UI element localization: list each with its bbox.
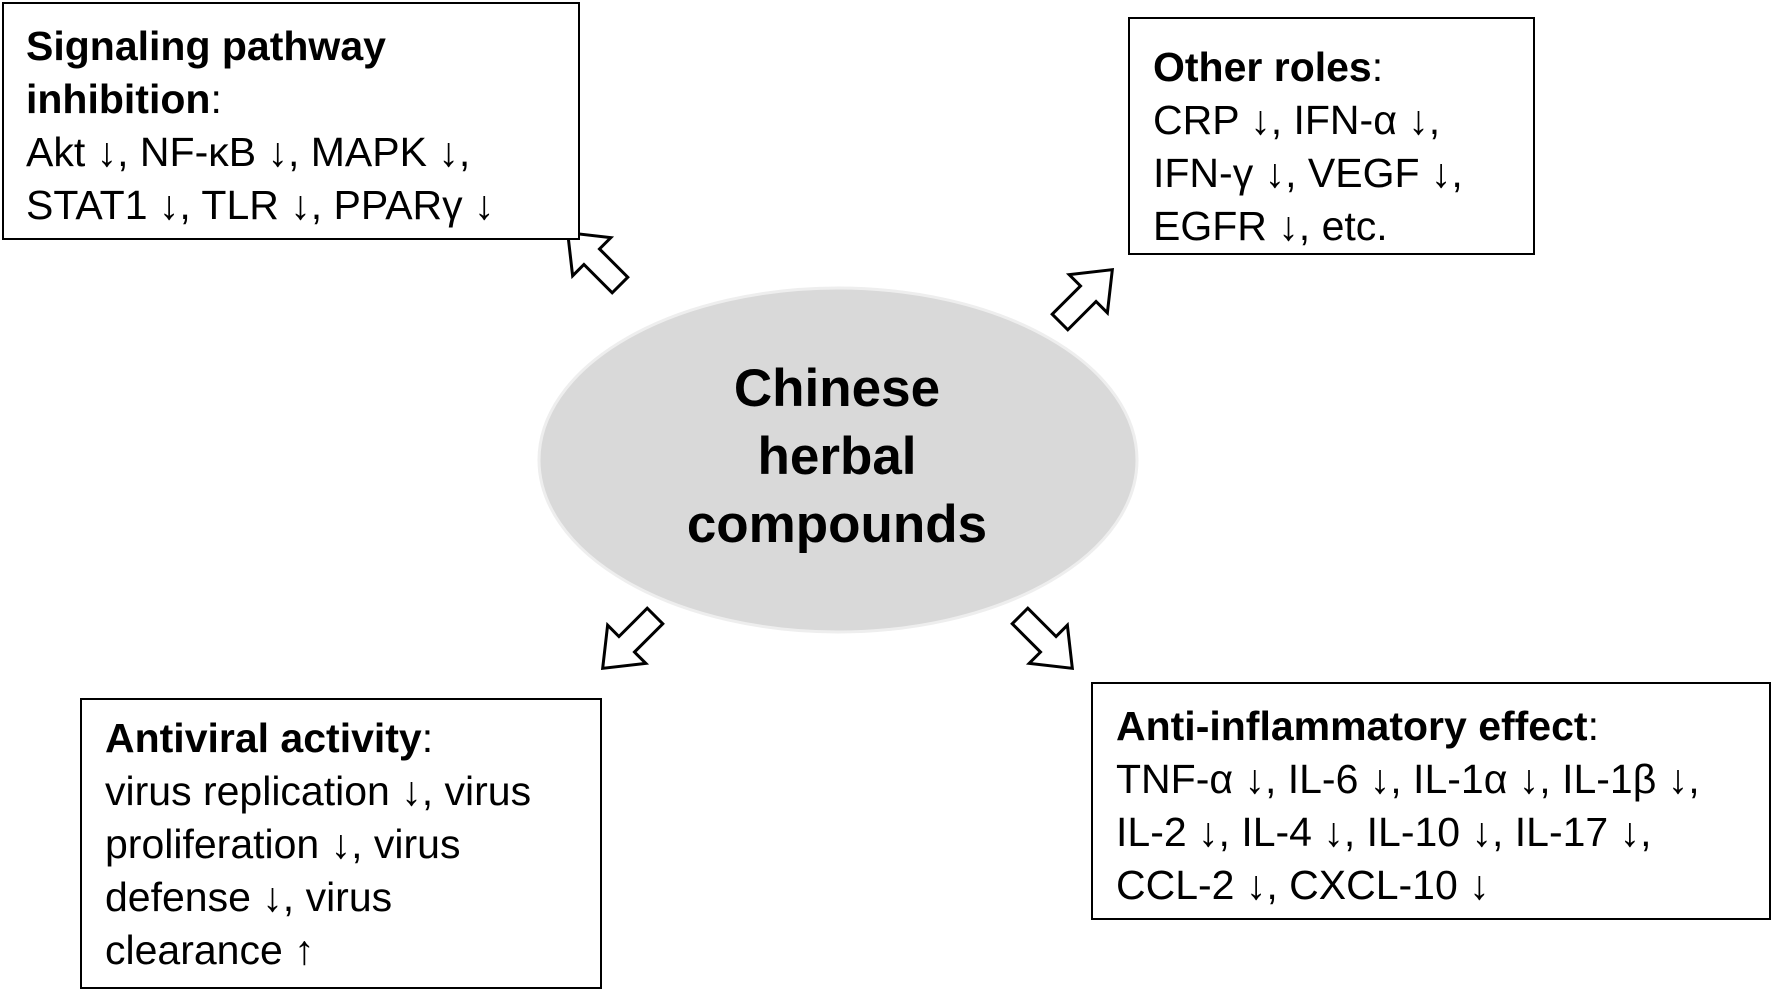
center-label-line: compounds	[686, 495, 988, 554]
antiinflam-heading: Anti-inflammatory effect:	[1116, 703, 1599, 749]
signaling-item-line: Akt ↓, NF-κB ↓, MAPK ↓,	[26, 129, 471, 175]
other-heading: Other roles:	[1153, 44, 1384, 90]
antiviral-item-line: proliferation ↓, virus	[105, 821, 461, 867]
arrow-to-antiviral	[600, 606, 665, 671]
signaling-heading-line-1: Signaling pathway	[26, 23, 386, 69]
arrow-to-signaling	[565, 230, 630, 295]
arrow-to-other	[1050, 267, 1115, 332]
anti-inflammatory-box: Anti-inflammatory effect: TNF-α ↓, IL-6 …	[1091, 682, 1771, 920]
center-label: Chinese herbal compounds	[538, 355, 1136, 559]
antiviral-activity-box: Antiviral activity: virus replication ↓,…	[80, 698, 602, 989]
arrow-to-antiinflam	[1010, 606, 1075, 671]
antiviral-item-line: defense ↓, virus	[105, 874, 393, 920]
signaling-item-line: STAT1 ↓, TLR ↓, PPARγ ↓	[26, 182, 495, 228]
other-roles-box: Other roles: CRP ↓, IFN-α ↓, IFN-γ ↓, VE…	[1128, 17, 1535, 255]
center-label-line: Chinese	[733, 359, 941, 418]
other-item-line: IFN-γ ↓, VEGF ↓,	[1153, 150, 1463, 196]
antiinflam-item-line: CCL-2 ↓, CXCL-10 ↓	[1116, 862, 1490, 908]
antiviral-item-line: virus replication ↓, virus	[105, 768, 532, 814]
antiviral-heading: Antiviral activity:	[105, 715, 434, 761]
signaling-heading-line-2: inhibition:	[26, 76, 222, 122]
antiinflam-item-line: IL-2 ↓, IL-4 ↓, IL-10 ↓, IL-17 ↓,	[1116, 809, 1652, 855]
other-item-line: EGFR ↓, etc.	[1153, 203, 1388, 249]
center-label-line: herbal	[757, 427, 917, 486]
antiviral-item-line: clearance ↑	[105, 927, 315, 973]
other-item-line: CRP ↓, IFN-α ↓,	[1153, 97, 1441, 143]
center-ellipse	[537, 286, 1139, 634]
signaling-pathway-box: Signaling pathway inhibition: Akt ↓, NF-…	[2, 2, 580, 240]
antiinflam-item-line: TNF-α ↓, IL-6 ↓, IL-1α ↓, IL-1β ↓,	[1116, 756, 1700, 802]
